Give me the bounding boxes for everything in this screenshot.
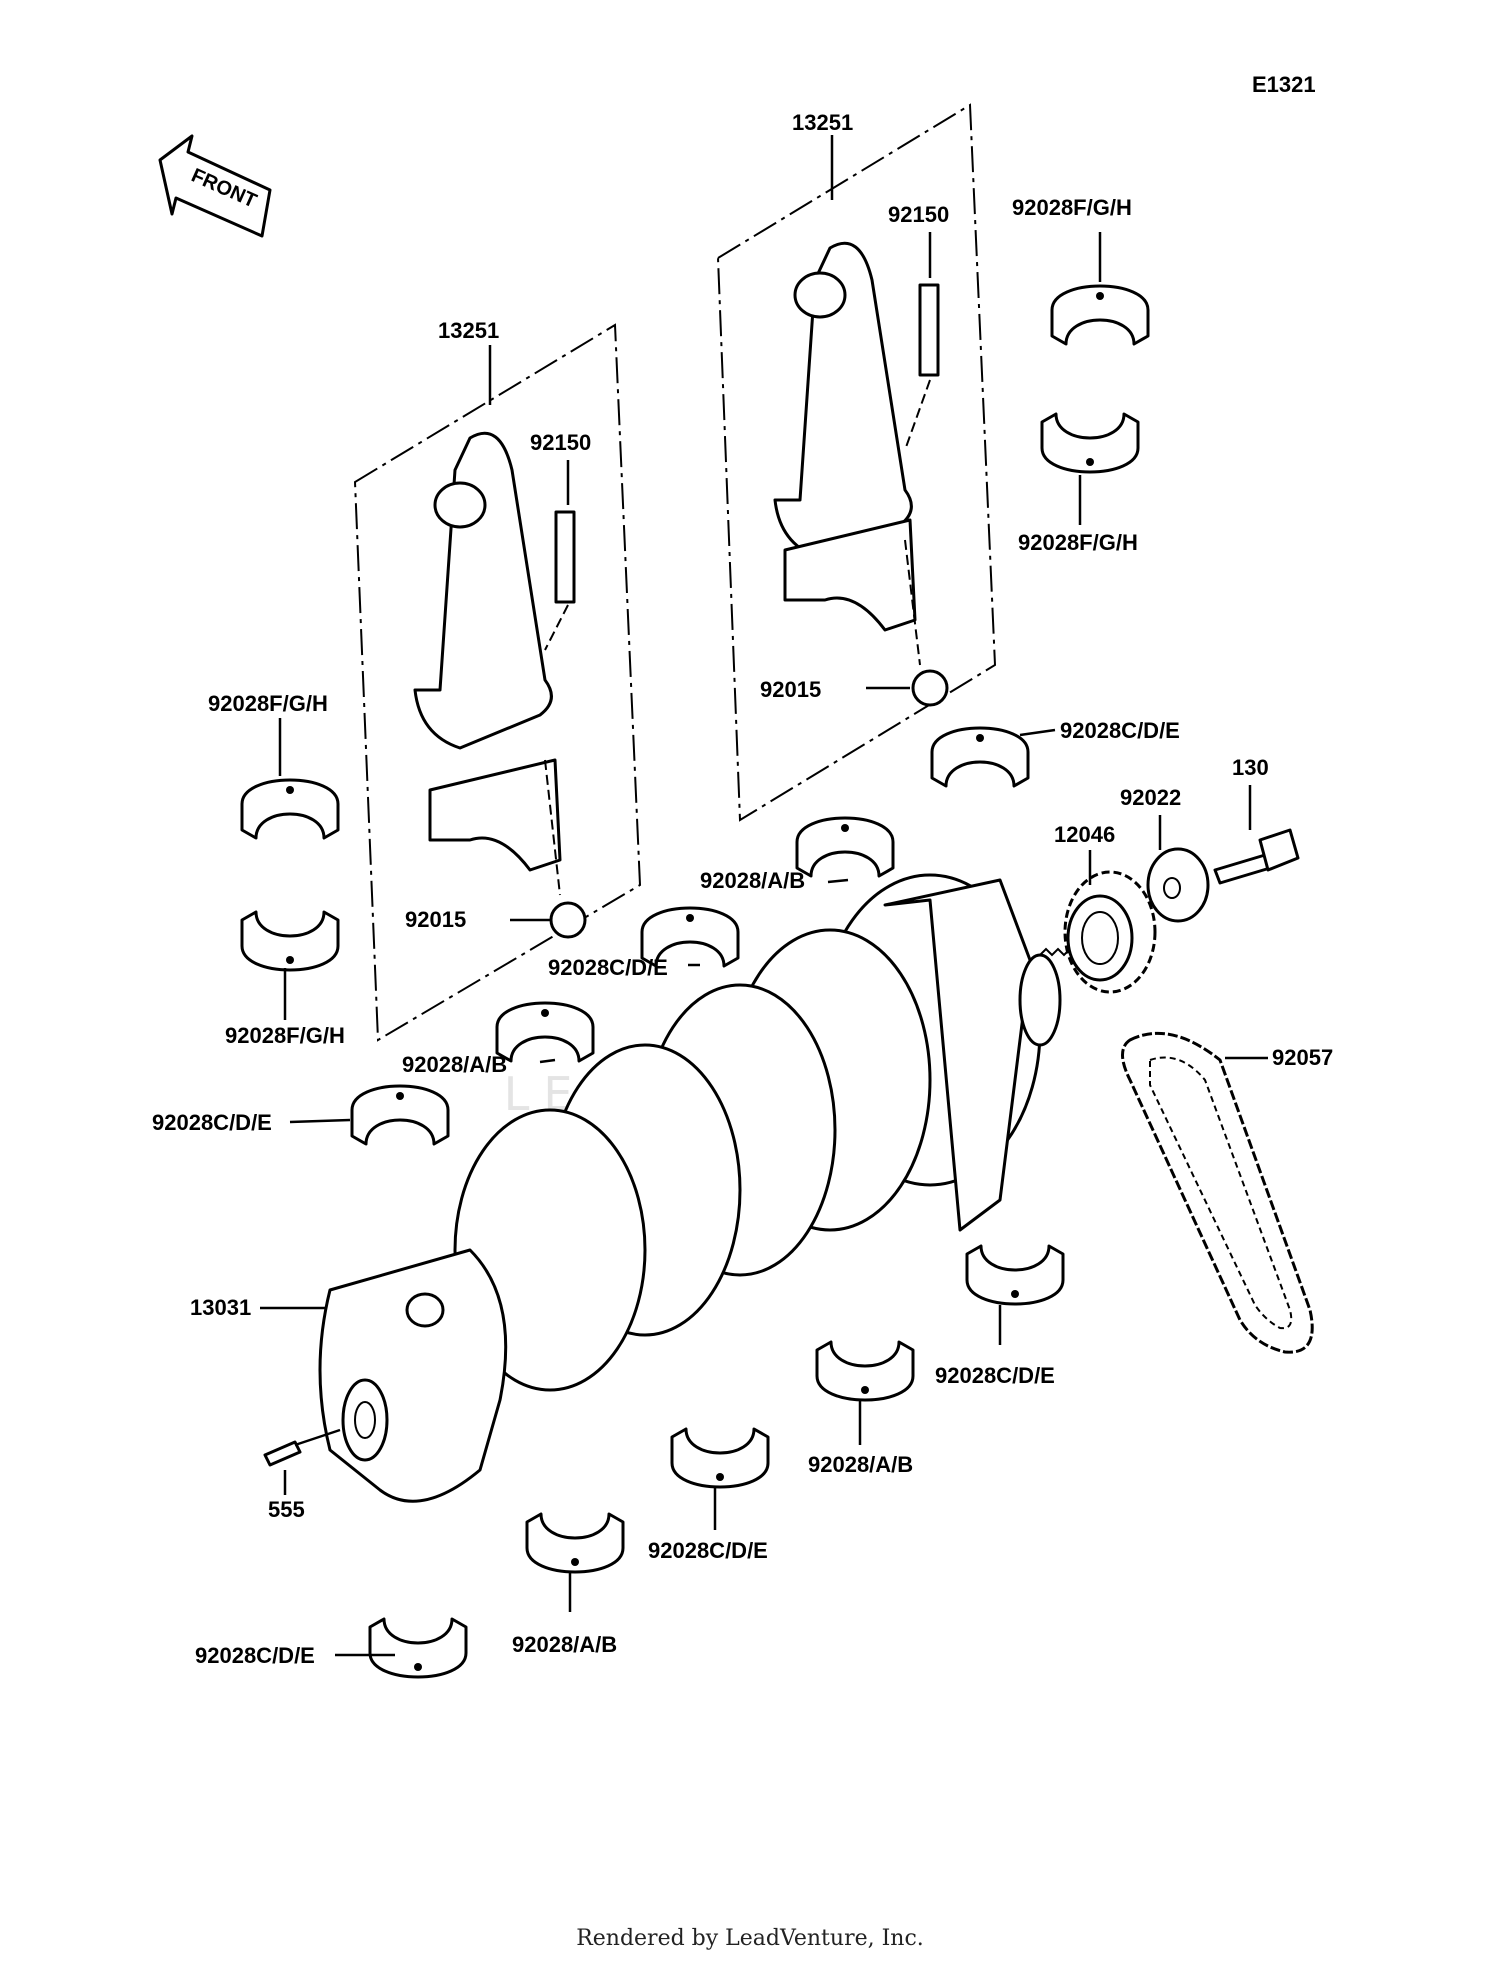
label-bearing-cde-6: 92028C/D/E: [195, 1643, 315, 1668]
label-nut-left: 92015: [405, 907, 466, 932]
label-bearing-ab-2: 92028/A/B: [402, 1052, 507, 1077]
diagram-code: E1321: [1252, 72, 1316, 97]
label-bearing-fgh-1: 92028F/G/H: [1012, 195, 1132, 220]
bearing-fgh-4: 92028F/G/H: [225, 910, 345, 1048]
label-bearing-fgh-3: 92028F/G/H: [208, 691, 328, 716]
label-nut-right: 92015: [760, 677, 821, 702]
label-bolt-130: 130: [1232, 755, 1269, 780]
bearing-fgh-2: 92028F/G/H: [1018, 412, 1140, 555]
front-arrow-icon: FRONT: [158, 134, 272, 238]
label-crankshaft: 13031: [190, 1295, 251, 1320]
bearing-ab-2: 92028/A/B: [402, 1001, 595, 1077]
label-bearing-cde-5: 92028C/D/E: [648, 1538, 768, 1563]
conrod-assembly-right: 13251 92150 92015: [716, 103, 997, 822]
label-chain: 92057: [1272, 1045, 1333, 1070]
label-bolt-right: 92150: [888, 202, 949, 227]
label-bearing-ab-1: 92028/A/B: [700, 868, 805, 893]
label-pin: 555: [268, 1497, 305, 1522]
label-bearing-cde-2: 92028C/D/E: [548, 955, 668, 980]
pin-555: [263, 1428, 341, 1467]
bolt-130: [1213, 828, 1300, 885]
bearing-ab-4: 92028/A/B: [512, 1512, 625, 1657]
bearing-fgh-1: 92028F/G/H: [1012, 195, 1150, 346]
label-bearing-ab-4: 92028/A/B: [512, 1632, 617, 1657]
bearing-cde-2: 92028C/D/E: [548, 906, 740, 980]
crankshaft-13031: [318, 873, 1071, 1503]
conrod-assembly-left: 13251 92150 92015: [353, 318, 642, 1042]
label-conrod-assembly-left: 13251: [438, 318, 499, 343]
bearing-ab-3: 92028/A/B: [808, 1340, 915, 1477]
label-washer: 92022: [1120, 785, 1181, 810]
label-bearing-cde-1: 92028C/D/E: [1060, 718, 1180, 743]
washer-92022: [1146, 847, 1210, 923]
label-bearing-fgh-4: 92028F/G/H: [225, 1023, 345, 1048]
label-conrod-assembly-right: 13251: [792, 110, 853, 135]
footer-credit: Rendered by LeadVenture, Inc.: [576, 1926, 924, 1951]
label-bearing-cde-4: 92028C/D/E: [935, 1363, 1055, 1388]
bearing-cde-3: 92028C/D/E: [152, 1084, 450, 1146]
label-bearing-cde-3: 92028C/D/E: [152, 1110, 272, 1135]
bearing-ab-1: 92028/A/B: [700, 816, 895, 893]
bearing-fgh-3: 92028F/G/H: [208, 691, 340, 840]
sprocket-12046: [1063, 870, 1157, 994]
bearing-cde-1: 92028C/D/E: [930, 718, 1180, 788]
label-sprocket: 12046: [1054, 822, 1115, 847]
label-bearing-ab-3: 92028/A/B: [808, 1452, 913, 1477]
chain-92057: [1121, 1031, 1314, 1354]
bearing-cde-6: 92028C/D/E: [195, 1617, 468, 1679]
bearing-cde-4: 92028C/D/E: [935, 1244, 1065, 1388]
label-bolt-left: 92150: [530, 430, 591, 455]
label-bearing-fgh-2: 92028F/G/H: [1018, 530, 1138, 555]
bearing-cde-5: 92028C/D/E: [648, 1427, 770, 1563]
